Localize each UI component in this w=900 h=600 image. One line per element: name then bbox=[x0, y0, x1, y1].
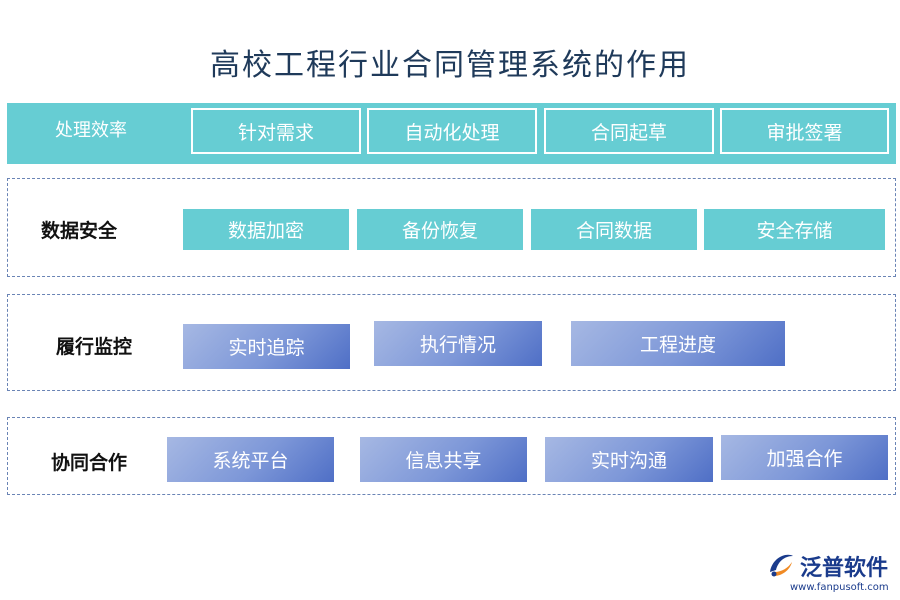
item-box: 系统平台 bbox=[167, 437, 334, 482]
row-performance-monitoring: 履行监控 实时追踪 执行情况 工程进度 bbox=[7, 294, 896, 391]
item-box: 实时追踪 bbox=[183, 324, 350, 369]
row-label: 协同合作 bbox=[51, 452, 128, 474]
item-box: 数据加密 bbox=[183, 209, 349, 250]
item-box: 安全存储 bbox=[704, 209, 885, 250]
row-label: 履行监控 bbox=[56, 336, 133, 358]
item-box: 审批签署 bbox=[720, 108, 889, 154]
item-box: 工程进度 bbox=[571, 321, 785, 366]
logo-icon bbox=[770, 554, 793, 577]
logo-url: www.fanpusoft.com bbox=[790, 582, 889, 593]
row-data-security: 数据安全 数据加密 备份恢复 合同数据 安全存储 bbox=[7, 178, 896, 277]
row-collaboration: 协同合作 系统平台 信息共享 实时沟通 加强合作 bbox=[7, 417, 896, 495]
item-box: 加强合作 bbox=[721, 435, 888, 480]
logo-name: 泛普软件 bbox=[800, 556, 889, 581]
item-box: 自动化处理 bbox=[367, 108, 537, 154]
item-box: 执行情况 bbox=[374, 321, 542, 366]
row-label: 处理效率 bbox=[55, 120, 127, 141]
item-box: 针对需求 bbox=[191, 108, 361, 154]
item-box: 合同数据 bbox=[531, 209, 697, 250]
item-box: 合同起草 bbox=[544, 108, 714, 154]
row-label: 数据安全 bbox=[41, 220, 118, 242]
row-processing-efficiency: 处理效率 针对需求 自动化处理 合同起草 审批签署 bbox=[7, 103, 896, 164]
item-box: 实时沟通 bbox=[545, 437, 713, 482]
diagram-title: 高校工程行业合同管理系统的作用 bbox=[210, 48, 690, 83]
brand-logo: 泛普软件 www.fanpusoft.com bbox=[764, 548, 894, 598]
item-box: 备份恢复 bbox=[357, 209, 523, 250]
item-box: 信息共享 bbox=[360, 437, 527, 482]
